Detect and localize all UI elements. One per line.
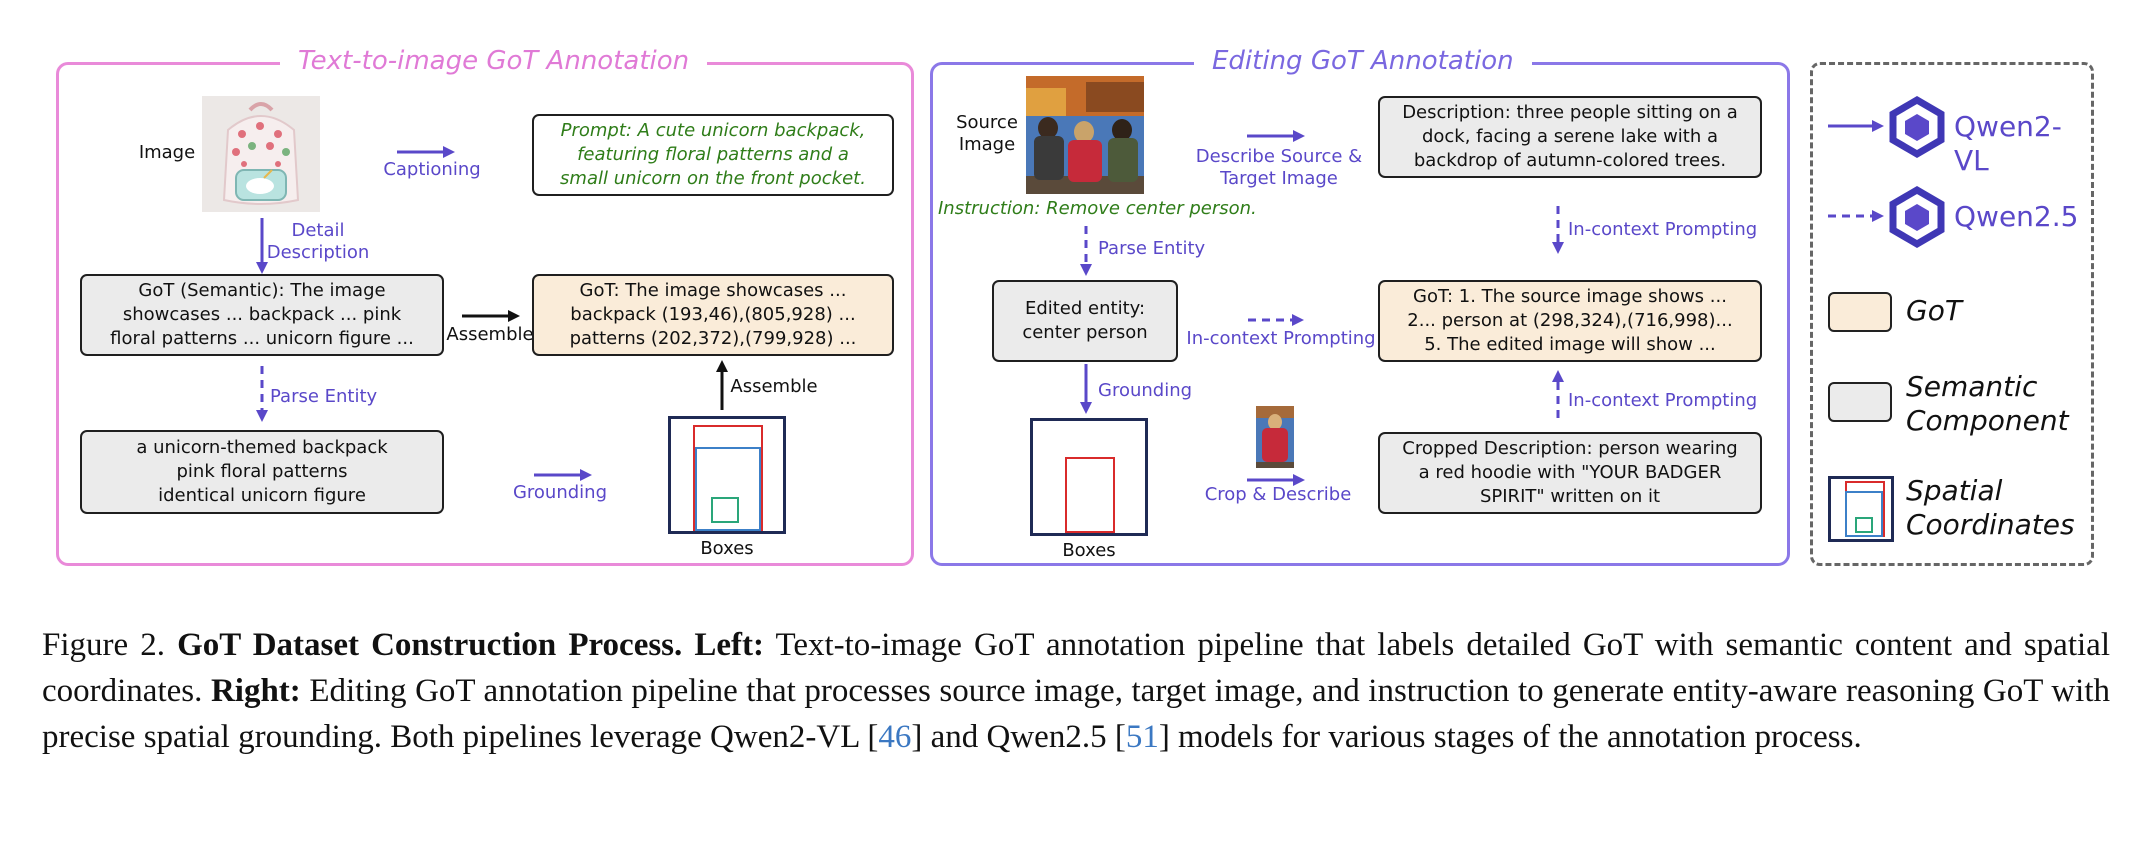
reference-link-51[interactable]: 51 — [1125, 719, 1159, 755]
dashed-arrow-legend — [1828, 210, 1884, 222]
grounding-arrow-middle — [1080, 364, 1092, 414]
detail-label: Detail Description — [266, 220, 370, 263]
spatial-swatch — [1828, 476, 1894, 542]
parse-label-middle: Parse Entity — [1098, 238, 1206, 259]
assemble-label-2: Assemble — [730, 376, 818, 397]
caption-left-text: Text-to-image GoT annotation pipeline th… — [42, 627, 2110, 709]
got-legend-label: GoT — [1906, 294, 1962, 327]
left-panel-title: Text-to-image GoT Annotation — [280, 46, 708, 76]
reference-link-46[interactable]: 46 — [878, 719, 912, 755]
caption-right-label: Right: — [210, 673, 301, 709]
cropped-person-image — [1256, 406, 1294, 468]
qwen2vl-label: Qwen2-VL — [1954, 110, 2062, 177]
captioning-arrow — [397, 146, 455, 158]
caption-mid-text: ] and Qwen2.5 [ — [911, 719, 1126, 755]
qwen-logo-icon-2 — [1889, 185, 1945, 249]
in-context-arrow-3 — [1552, 370, 1564, 420]
caption-right-text: Editing GoT annotation pipeline that pro… — [42, 673, 2111, 755]
in-context-label-2: In-context Prompting — [1186, 328, 1376, 349]
got-box-left: GoT: The image showcases ... backpack (1… — [532, 274, 894, 356]
figure-label: Figure 2. — [42, 627, 165, 663]
in-context-arrow-1 — [1552, 206, 1564, 254]
got-box-middle: GoT: 1. The source image shows ... 2... … — [1378, 280, 1762, 362]
boxes-diagram-middle — [1030, 418, 1148, 536]
caption-left-label: Left: — [694, 627, 764, 663]
describe-arrow — [1247, 130, 1305, 142]
spatial-legend-label: Spatial Coordinates — [1906, 474, 2075, 541]
detail-arrow — [256, 218, 268, 274]
grounding-arrow-left — [534, 469, 592, 481]
image-label: Image — [138, 142, 196, 163]
entities-box: a unicorn-themed backpack pink floral pa… — [80, 430, 444, 514]
crop-label: Crop & Describe — [1204, 484, 1352, 505]
in-context-label-3: In-context Prompting — [1568, 390, 1758, 411]
boxes-diagram-left — [668, 416, 786, 534]
caption-title: GoT Dataset Construction Process. — [177, 627, 683, 663]
instruction-text: Instruction: Remove center person. — [938, 198, 1257, 219]
semantic-box: GoT (Semantic): The image showcases ... … — [80, 274, 444, 356]
semantic-legend-label: Semantic Component — [1906, 370, 2069, 437]
boxes-label-left: Boxes — [700, 538, 754, 559]
captioning-label: Captioning — [383, 159, 481, 180]
legend-panel — [1810, 62, 2094, 566]
assemble-arrow-2 — [716, 360, 728, 410]
grounding-label-middle: Grounding — [1098, 380, 1193, 401]
description-box: Description: three people sitting on a d… — [1378, 96, 1762, 178]
describe-label: Describe Source & Target Image — [1195, 146, 1363, 189]
solid-arrow-legend — [1828, 120, 1884, 132]
caption-end-text: ] models for various stages of the annot… — [1158, 719, 1862, 755]
figure-caption: Figure 2. GoT Dataset Construction Proce… — [42, 622, 2110, 760]
grounding-label-left: Grounding — [512, 482, 608, 503]
boxes-label-middle: Boxes — [1062, 540, 1116, 561]
source-image-label: Source Image — [956, 112, 1018, 155]
parse-label-left: Parse Entity — [270, 386, 378, 407]
in-context-arrow-2 — [1248, 314, 1304, 326]
assemble-label-1: Assemble — [446, 324, 534, 345]
backpack-image — [202, 96, 320, 212]
middle-panel-title: Editing GoT Annotation — [1194, 46, 1532, 76]
semantic-swatch — [1828, 382, 1892, 422]
qwen-logo-icon — [1889, 95, 1945, 159]
qwen25-label: Qwen2.5 — [1954, 200, 2079, 233]
parse-arrow-middle — [1080, 226, 1092, 276]
cropped-description-box: Cropped Description: person wearing a re… — [1378, 432, 1762, 514]
crop-arrow — [1247, 474, 1305, 486]
got-swatch — [1828, 292, 1892, 332]
assemble-arrow-1 — [462, 310, 520, 322]
parse-arrow-left — [256, 366, 268, 422]
source-image — [1026, 76, 1144, 194]
in-context-label-1: In-context Prompting — [1568, 219, 1758, 240]
edited-entity-box: Edited entity: center person — [992, 280, 1178, 362]
prompt-box: Prompt: A cute unicorn backpack, featuri… — [532, 114, 894, 196]
